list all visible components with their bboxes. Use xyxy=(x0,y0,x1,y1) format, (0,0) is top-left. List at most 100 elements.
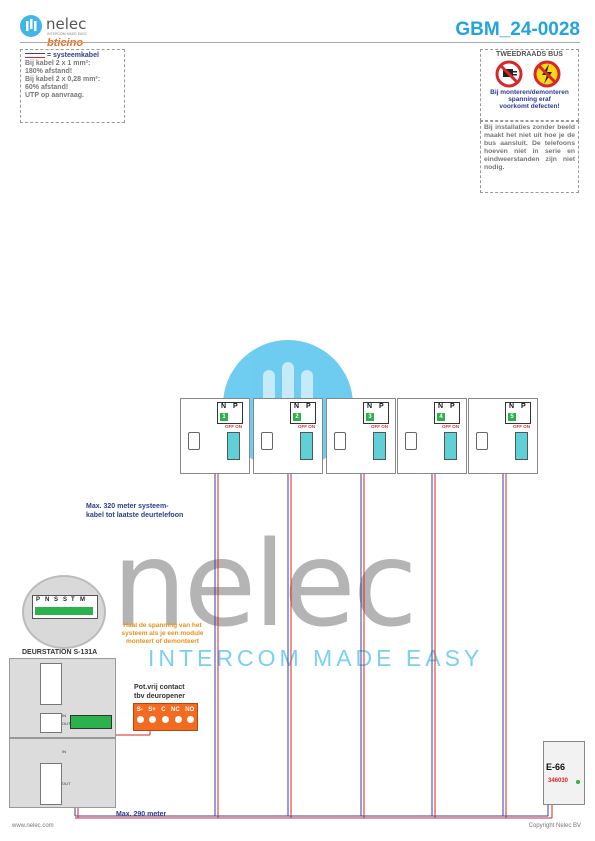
phone-jack-icon xyxy=(476,432,488,450)
document-code: GBM_24-0028 xyxy=(455,19,580,40)
relay-terminal-label: S- xyxy=(136,707,143,713)
relay-terminal-label: NO xyxy=(185,707,195,713)
phone-switch-label: OFF ON xyxy=(225,424,242,429)
no-plug-icon xyxy=(495,60,523,88)
phone-jack-icon xyxy=(334,432,346,450)
cable-note-box: = systeemkabel Bij kabel 2 x 1 mm²: 180%… xyxy=(20,49,125,123)
phone-n-label: N xyxy=(438,403,444,410)
phone-jack-icon xyxy=(405,432,417,450)
max-320-line: kabel tot laatste deurtelefoon xyxy=(86,512,184,519)
relay-screw-icon xyxy=(174,716,182,723)
phone-p-label: P xyxy=(450,403,455,410)
phone-number: 2 xyxy=(293,413,301,421)
phone-p-label: P xyxy=(521,403,526,410)
relay-screw-icon xyxy=(187,716,195,723)
watermark-slogan: INTERCOM MADE EASY xyxy=(148,645,484,671)
relay-title: Pot.vrij contact tbv deuropener xyxy=(134,683,185,701)
power-note-line: monteert of demonteert xyxy=(126,638,199,645)
door-station-module-bottom: IN OUT xyxy=(9,738,116,808)
module-in-label: IN xyxy=(62,749,66,754)
cable-note-line: UTP op aanvraag. xyxy=(25,92,85,99)
phone-terminal xyxy=(515,432,528,460)
phone-switch-label: OFF ON xyxy=(298,424,315,429)
phone-n-label: N xyxy=(509,403,515,410)
cable-note-line: 60% afstand! xyxy=(25,84,69,91)
module-bus-connector xyxy=(40,663,62,705)
watermark-word: nelec xyxy=(112,515,418,653)
connector-terminals xyxy=(35,607,93,615)
relay-screw-icon xyxy=(149,716,157,723)
cable-note-line: Bij kabel 2 x 1 mm²: xyxy=(25,60,91,67)
psu-led-icon xyxy=(576,780,580,784)
power-note-line: systeem als je een module xyxy=(121,630,204,637)
power-note-line: Haal de spanning van het xyxy=(123,622,202,629)
relay-module: S- S+ C NC NO xyxy=(133,703,198,731)
phone-number: 4 xyxy=(437,413,445,421)
phone-terminal xyxy=(227,432,240,460)
relay-screw-icon xyxy=(161,716,169,723)
connector-label: S xyxy=(63,597,68,603)
module-out-connector xyxy=(40,713,62,733)
connector-block: P N S S T M xyxy=(32,595,98,619)
phone-n-label: N xyxy=(294,403,300,410)
phone-p-label: P xyxy=(233,403,238,410)
phone-switch-label: OFF ON xyxy=(513,424,530,429)
connector-label: P xyxy=(36,597,41,603)
connector-label: N xyxy=(45,597,50,603)
connector-label: T xyxy=(71,597,75,603)
phone-number: 1 xyxy=(220,413,228,421)
phone-switch-label: OFF ON xyxy=(442,424,459,429)
max-320-line: Max. 320 meter systeem- xyxy=(86,503,169,510)
module-green-terminal xyxy=(70,715,112,729)
door-station-label: DEURSTATION S-131A xyxy=(22,649,98,656)
max-290-label: Max. 290 meter xyxy=(116,811,167,818)
connector-label: S xyxy=(54,597,59,603)
cable-note-line: 180% afstand! xyxy=(25,68,73,75)
relay-screw-icon xyxy=(136,716,144,723)
door-station-module-top: IN OUT xyxy=(9,658,116,738)
warning-line: Bij monteren/demonteren xyxy=(490,89,569,96)
power-note: Haal de spanning van het systeem als je … xyxy=(110,622,215,646)
relay-terminal-label: NC xyxy=(171,707,180,713)
phone-number: 5 xyxy=(508,413,516,421)
phone-p-label: P xyxy=(306,403,311,410)
phone-jack-icon xyxy=(261,432,273,450)
phone-number: 3 xyxy=(366,413,374,421)
phone-terminal xyxy=(300,432,313,460)
connector-zoom-circle: P N S S T M xyxy=(22,575,106,649)
connector-label: M xyxy=(80,597,85,603)
phone-terminal xyxy=(373,432,386,460)
phone-p-label: P xyxy=(379,403,384,410)
phone-terminal xyxy=(444,432,457,460)
install-note-text: Bij installaties zonder beeld maakt het … xyxy=(484,124,575,171)
header-divider xyxy=(20,42,580,43)
relay-terminal-label: C xyxy=(161,707,166,713)
warning-icons xyxy=(495,60,561,88)
nelec-logo-icon xyxy=(20,15,42,37)
max-320-label: Max. 320 meter systeem- kabel tot laatst… xyxy=(86,502,183,520)
phone-jack-icon xyxy=(188,432,200,450)
module-connector xyxy=(40,763,62,805)
relay-title-line: Pot.vrij contact xyxy=(134,684,185,691)
brand-name: nelec xyxy=(46,15,87,33)
relay-title-line: tbv deuropener xyxy=(134,693,185,700)
brand-tagline: INTERCOM MADE EASY xyxy=(47,32,88,36)
phone-n-label: N xyxy=(221,403,227,410)
module-out-label: OUT xyxy=(62,781,71,786)
module-in-label: IN xyxy=(62,713,66,718)
install-note-box: Bij installaties zonder beeld maakt het … xyxy=(480,121,579,193)
psu-model: E-66 xyxy=(546,762,566,772)
warning-box: TWEEDRAADS BUS Bij monteren/demonteren s… xyxy=(480,49,579,121)
footer-website: www.nelec.com xyxy=(12,823,54,829)
system-cable-icon xyxy=(25,52,45,58)
phone-n-label: N xyxy=(367,403,373,410)
